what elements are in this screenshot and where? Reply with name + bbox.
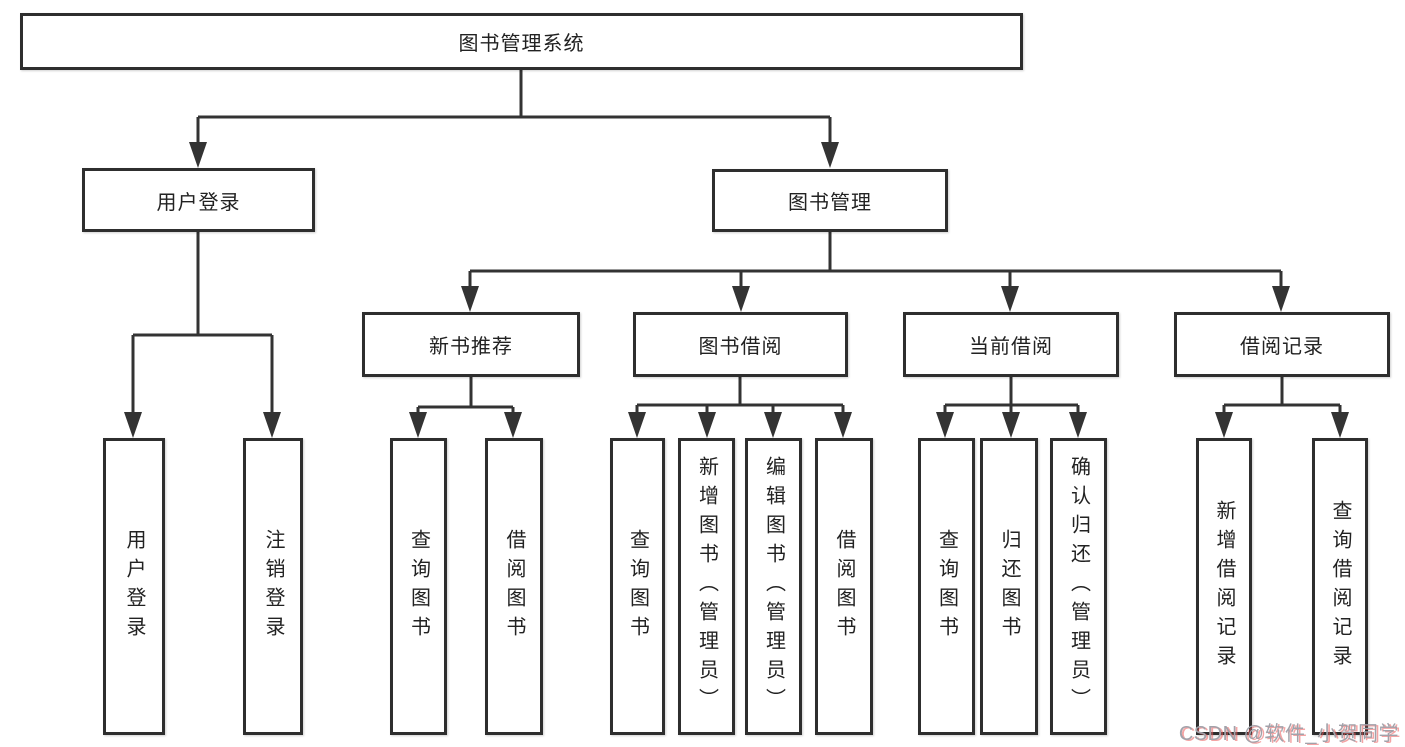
arrow-down-icon (124, 412, 281, 438)
node-root: 图书管理系统 (20, 13, 1023, 70)
connector-current-borrow-to-leaves (936, 377, 1087, 438)
connector-root-to-branches (189, 70, 839, 168)
connector-new-book-rec-to-leaves (409, 377, 522, 438)
leaf-bb-edit-books-label: 编辑图书（管理员） (762, 456, 785, 717)
node-book-management-label: 图书管理 (788, 192, 872, 214)
leaf-nr-query-books: 查询图书 (390, 438, 447, 735)
leaf-br-query-record-label: 查询借阅记录 (1329, 499, 1351, 674)
leaf-bb-add-books-label: 新增图书（管理员） (695, 456, 718, 717)
leaf-bb-borrow-books-label: 借阅图书 (833, 528, 855, 645)
leaf-cb-confirm-return: 确认归还（管理员） (1050, 438, 1107, 735)
arrow-down-icon (189, 142, 839, 168)
leaf-cb-return-books-label: 归还图书 (998, 528, 1020, 645)
node-new-book-recommend: 新书推荐 (362, 312, 580, 377)
leaf-br-add-record: 新增借阅记录 (1196, 438, 1252, 735)
connector-book-borrow-to-leaves (628, 377, 852, 438)
leaf-logout: 注销登录 (243, 438, 303, 735)
leaf-cb-query-books-label: 查询图书 (935, 528, 958, 645)
csdn-watermark: CSDN @软件_小贺同学 (1178, 723, 1399, 745)
leaf-br-add-record-label: 新增借阅记录 (1213, 499, 1235, 674)
node-user-login-label: 用户登录 (156, 191, 241, 214)
arrow-down-icon (1215, 412, 1349, 438)
leaf-user-login-label: 用户登录 (123, 528, 145, 645)
arrow-down-icon (409, 412, 522, 438)
leaf-bb-query-books-label: 查询图书 (626, 528, 649, 645)
leaf-cb-confirm-return-label: 确认归还（管理员） (1067, 456, 1090, 717)
node-current-borrow-label: 当前借阅 (969, 336, 1053, 358)
node-borrow-records: 借阅记录 (1174, 312, 1390, 377)
node-root-label: 图书管理系统 (458, 33, 585, 55)
arrow-down-icon (936, 412, 1087, 438)
arrow-down-icon (628, 412, 852, 438)
node-book-management: 图书管理 (712, 169, 948, 232)
leaf-bb-edit-books: 编辑图书（管理员） (745, 438, 802, 735)
leaf-logout-label: 注销登录 (262, 528, 284, 645)
node-new-book-recommend-label: 新书推荐 (429, 336, 513, 358)
node-borrow-records-label: 借阅记录 (1240, 336, 1324, 358)
leaf-nr-query-books-label: 查询图书 (407, 528, 430, 645)
leaf-cb-query-books: 查询图书 (918, 438, 975, 735)
leaf-bb-borrow-books: 借阅图书 (815, 438, 873, 735)
leaf-cb-return-books: 归还图书 (980, 438, 1038, 735)
node-book-borrow: 图书借阅 (633, 312, 848, 377)
leaf-nr-borrow-books: 借阅图书 (485, 438, 543, 735)
node-book-borrow-label: 图书借阅 (698, 336, 783, 358)
leaf-bb-add-books: 新增图书（管理员） (678, 438, 735, 735)
leaf-user-login: 用户登录 (103, 438, 165, 735)
connector-borrow-records-to-leaves (1215, 377, 1349, 438)
leaf-bb-query-books: 查询图书 (610, 438, 665, 735)
arrow-down-icon (461, 286, 1290, 312)
connector-user-login-to-leaves (124, 232, 281, 438)
node-current-borrow: 当前借阅 (903, 312, 1119, 377)
node-user-login: 用户登录 (82, 168, 315, 232)
leaf-br-query-record: 查询借阅记录 (1312, 438, 1368, 735)
leaf-nr-borrow-books-label: 借阅图书 (503, 528, 525, 645)
connector-book-mgmt-to-modules (461, 232, 1290, 312)
